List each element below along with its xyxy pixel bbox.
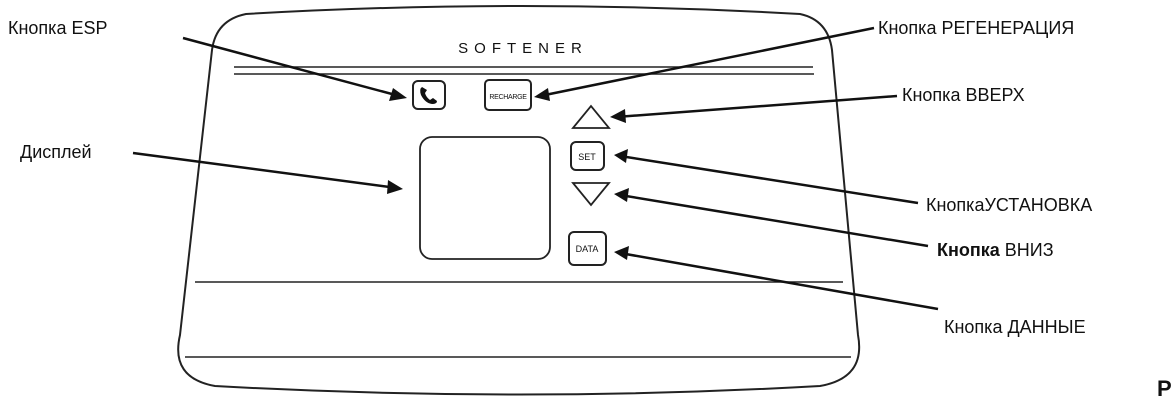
set-button-label: SET (578, 152, 596, 162)
callout-line-data (619, 251, 939, 311)
label-set-button: КнопкаУСТАНОВКА (926, 195, 1093, 215)
arrowhead-display (387, 180, 403, 194)
data-button-label: DATA (576, 244, 599, 254)
down-button[interactable] (571, 182, 611, 207)
arrowhead-esp (389, 88, 407, 101)
callout-line-esp (182, 36, 404, 99)
label-down-button: Кнопка ВНИЗ (937, 241, 1054, 259)
down-triangle-icon (571, 182, 611, 207)
corner-letter: P (1157, 376, 1172, 401)
label-recharge-button: Кнопка РЕГЕНЕРАЦИЯ (878, 18, 1075, 38)
label-data-button: Кнопка ДАННЫЕ (944, 317, 1086, 337)
recharge-button[interactable]: RECHARGE (484, 79, 532, 111)
up-button[interactable] (571, 104, 611, 129)
phone-handset-icon (420, 87, 437, 104)
data-button[interactable]: DATA (568, 231, 607, 266)
up-triangle-icon (571, 104, 611, 129)
arrowhead-data (614, 246, 629, 260)
set-button[interactable]: SET (570, 141, 605, 171)
callout-line-set (619, 154, 919, 205)
callout-line-down (619, 193, 929, 248)
callout-line-recharge (539, 26, 875, 98)
arrowhead-set (614, 149, 628, 163)
callout-line-display (132, 151, 398, 190)
esp-button[interactable] (412, 80, 446, 110)
label-down-prefix: Кнопка (937, 240, 1000, 260)
label-up-button: Кнопка ВВЕРХ (902, 85, 1025, 105)
arrowhead-recharge (534, 88, 550, 101)
arrowhead-up (610, 109, 626, 123)
display-screen (419, 136, 551, 260)
label-display: Дисплей (20, 142, 92, 162)
arrowhead-down (614, 188, 629, 202)
brand-text: SOFTENER (458, 40, 588, 57)
label-down-suffix: ВНИЗ (1004, 240, 1054, 260)
label-esp-button: Кнопка ESP (8, 18, 108, 38)
recharge-button-label: RECHARGE (489, 94, 527, 101)
callout-line-up (615, 94, 898, 119)
